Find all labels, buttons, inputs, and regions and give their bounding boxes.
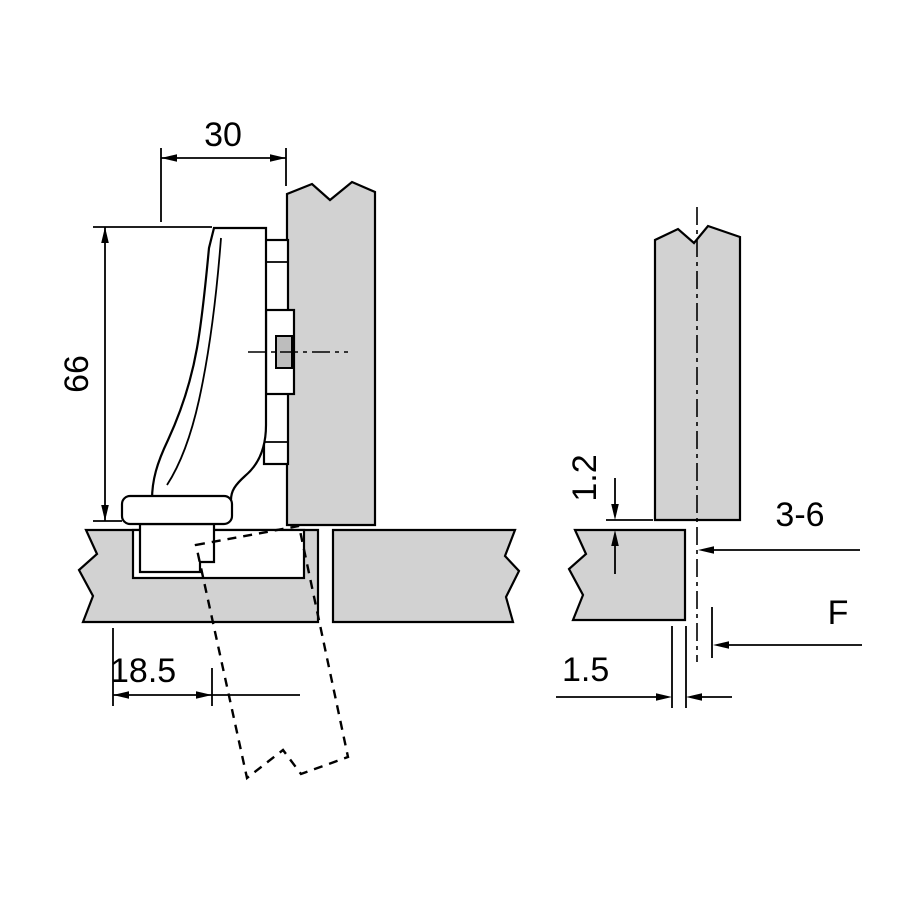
hinge-arm-inner-edge xyxy=(166,237,222,486)
hinge-arm xyxy=(150,226,268,502)
dimension-overlay-f: F xyxy=(711,594,862,658)
door-panel-right xyxy=(331,528,521,624)
door-panel-side xyxy=(567,528,687,622)
dim-label-overlay-f: F xyxy=(828,594,849,632)
dim-label-hinge-height: 66 xyxy=(58,355,96,393)
dimension-cup-distance: 18.5 xyxy=(110,628,300,706)
dim-arrow-right xyxy=(270,154,286,162)
dim-arrow-top xyxy=(101,227,109,243)
dim-arrow-right xyxy=(196,691,212,699)
door-open-position-outline xyxy=(194,524,350,781)
dim-label-arm-depth: 30 xyxy=(204,116,242,154)
dim-arrow-down xyxy=(611,504,619,520)
front-section-view: 30 66 18.5 xyxy=(58,116,521,781)
dim-label-cup-distance: 18.5 xyxy=(110,652,176,690)
dimension-plate-gap: 1.2 xyxy=(566,454,653,574)
dimension-hinge-height: 66 xyxy=(58,226,212,522)
dim-arrow-left xyxy=(161,154,177,162)
dimension-min-reveal: 1.5 xyxy=(556,626,732,708)
dim-arrow-right xyxy=(656,693,672,701)
dim-label-min-reveal: 1.5 xyxy=(562,651,609,689)
cabinet-side-panel xyxy=(285,180,377,527)
dim-arrow-left xyxy=(113,691,129,699)
dim-arrow-left xyxy=(686,693,702,701)
dim-arrow-up xyxy=(611,530,619,546)
dim-arrow-left xyxy=(698,546,714,554)
dimension-adjustment-range: 3-6 xyxy=(698,496,860,554)
dim-label-adjustment-range: 3-6 xyxy=(775,496,824,534)
dimension-arm-depth: 30 xyxy=(160,116,287,222)
dim-arrow-left xyxy=(713,641,729,649)
dim-arrow-bottom xyxy=(101,505,109,521)
side-section-view: 1.2 3-6 F 1.5 xyxy=(556,207,862,708)
hinge-cup-flange xyxy=(120,494,234,526)
dim-label-plate-gap: 1.2 xyxy=(566,454,604,501)
